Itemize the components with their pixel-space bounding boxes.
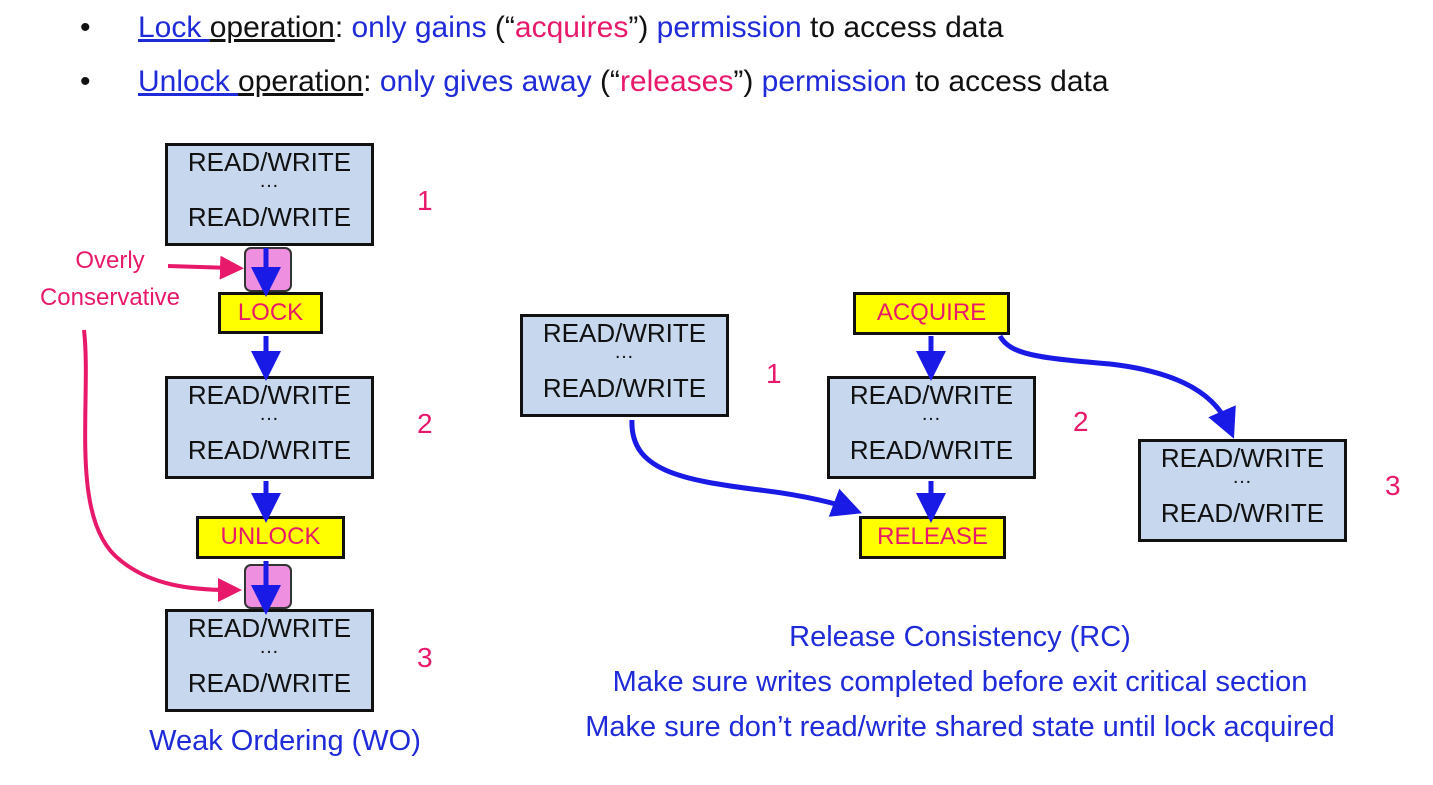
rc-caption: Release Consistency (RC) Make sure write…	[500, 615, 1420, 750]
wo-unlock-op: UNLOCK	[196, 516, 345, 559]
rc-arrow-1-release	[629, 419, 863, 517]
operation-term: operation	[238, 65, 364, 98]
wo-fence-top	[244, 247, 292, 292]
wo-number-1: 1	[417, 185, 433, 216]
bullet-glyph: •	[80, 11, 91, 44]
unlock-term: Unlock	[138, 65, 239, 98]
wo-number-3: 3	[417, 642, 433, 673]
rc-acquire-op: ACQUIRE	[853, 292, 1010, 335]
wo-caption: Weak Ordering (WO)	[149, 725, 421, 757]
wo-block-2: READ/WRITE … READ/WRITE	[165, 376, 374, 479]
rc-block-3: READ/WRITE … READ/WRITE	[1138, 439, 1347, 542]
wo-block-1: READ/WRITE … READ/WRITE	[165, 143, 374, 246]
rc-caption-line-1: Make sure writes completed before exit c…	[612, 666, 1308, 698]
bullet-lock: •Lock operation: only gains (“acquires”)…	[80, 11, 1004, 44]
wo-block-3: READ/WRITE … READ/WRITE	[165, 609, 374, 712]
wo-fence-bottom	[244, 564, 292, 609]
operation-term: operation	[209, 11, 335, 44]
rc-block-1: READ/WRITE … READ/WRITE	[520, 314, 729, 417]
wo-lock-op: LOCK	[218, 292, 323, 334]
rc-number-1: 1	[766, 358, 782, 389]
rc-release-op: RELEASE	[859, 516, 1006, 559]
wo-number-2: 2	[417, 408, 433, 439]
overly-conservative-note: Overly Conservative	[39, 247, 181, 311]
rc-number-2: 2	[1073, 406, 1089, 437]
bullet-unlock: •Unlock operation: only gives away (“rel…	[80, 65, 1109, 98]
rc-number-3: 3	[1385, 470, 1401, 501]
lock-term: Lock	[138, 11, 210, 44]
rc-block-2: READ/WRITE … READ/WRITE	[827, 376, 1036, 479]
rc-caption-title: Release Consistency (RC)	[789, 621, 1131, 653]
rc-caption-line-2: Make sure don’t read/write shared state …	[585, 711, 1335, 743]
bullet-glyph: •	[80, 65, 91, 98]
